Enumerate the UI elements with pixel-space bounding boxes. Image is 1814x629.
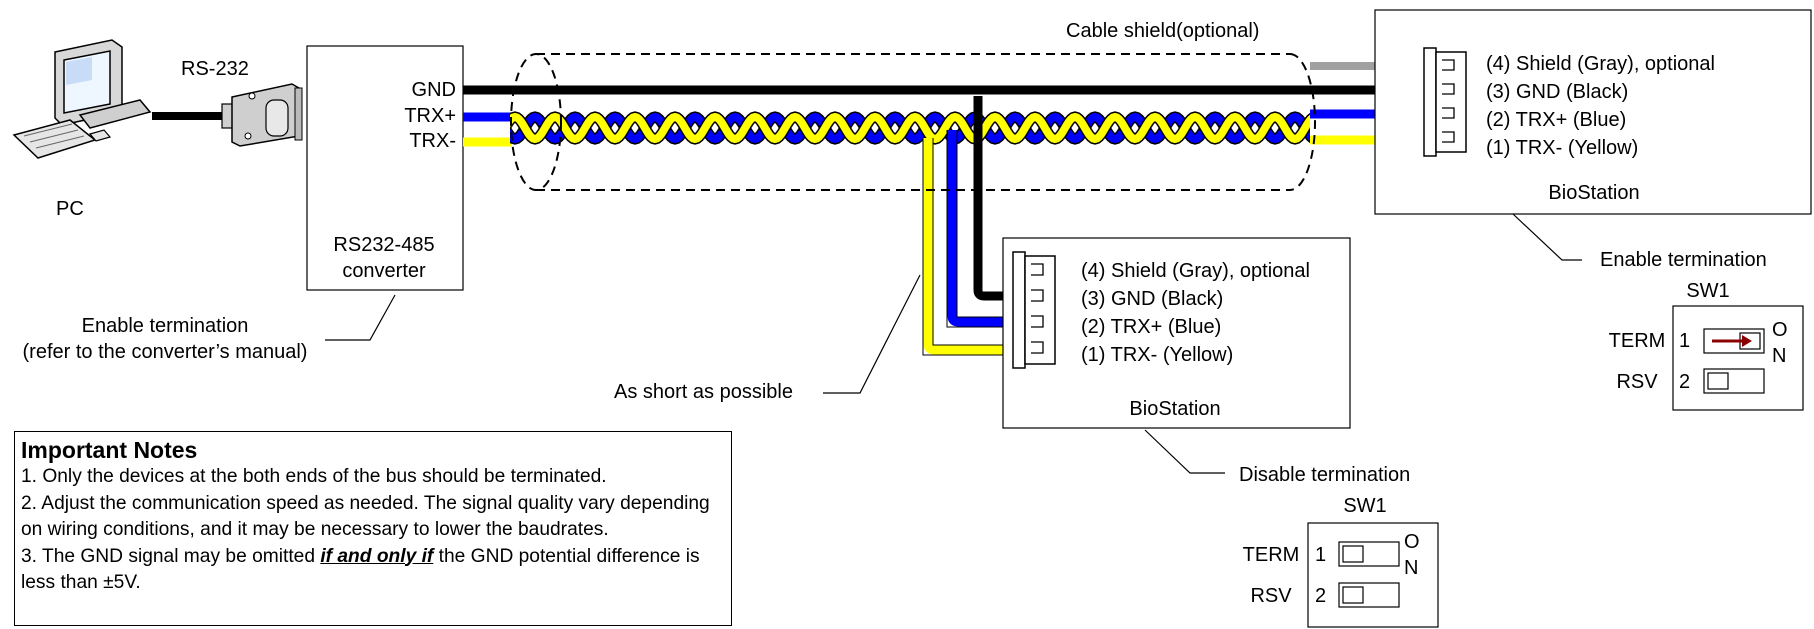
- converter-port-gnd: GND: [412, 79, 456, 101]
- end-sw-row2-label: RSV: [1616, 371, 1658, 393]
- mid-sw-on-o: O: [1404, 531, 1420, 553]
- biostation-end-pin1: (1) TRX- (Yellow): [1486, 137, 1638, 159]
- db9-connector-icon: [221, 83, 303, 147]
- mid-sw-on-n: N: [1404, 557, 1418, 579]
- notes-item-1: 1. Only the devices at the both ends of …: [21, 466, 607, 487]
- trx-minus-strand: [510, 112, 1310, 144]
- end-sw-row1-label: TERM: [1609, 330, 1666, 352]
- pc-label: PC: [56, 198, 84, 220]
- drop-wires: [922, 96, 1022, 356]
- notes-item-3-emphasis: if and only if: [320, 545, 434, 567]
- cable-shield-label: Cable shield(optional): [1066, 20, 1259, 42]
- biostation-mid-pin3: (3) GND (Black): [1081, 288, 1223, 310]
- converter-box: [306, 45, 464, 291]
- notes-title: Important Notes: [21, 437, 198, 463]
- mid-termination-label: Disable termination: [1239, 464, 1410, 486]
- cable-shield: [510, 53, 1316, 191]
- notes-item-3-pre: 3. The GND signal may be omitted: [21, 545, 321, 567]
- end-sw-row1-num: 1: [1679, 330, 1690, 352]
- stub-callout-line: [823, 274, 921, 394]
- end-sw-rsv-knob-off: [1707, 372, 1729, 390]
- biostation-end-pin3: (3) GND (Black): [1486, 81, 1628, 103]
- converter-callout-line: [325, 294, 396, 341]
- converter-port-trx-plus: TRX+: [404, 105, 456, 127]
- end-termination-label: Enable termination: [1600, 249, 1767, 271]
- biostation-mid-pin1: (1) TRX- (Yellow): [1081, 344, 1233, 366]
- mid-sw-row1-num: 1: [1315, 544, 1326, 566]
- mid-sw-row2-label: RSV: [1250, 585, 1292, 607]
- notes-item-3-post: the GND potential difference is less tha…: [21, 545, 700, 594]
- notes-item-3: 3. The GND signal may be omitted if and …: [21, 544, 725, 597]
- converter-note-line2: (refer to the converter’s manual): [23, 341, 308, 363]
- biostation-mid-pin2: (2) TRX+ (Blue): [1081, 316, 1221, 338]
- mid-sw1-title: SW1: [1343, 495, 1386, 517]
- trx-plus-strand: [510, 112, 1310, 144]
- converter-label-line1: RS232-485: [333, 234, 434, 256]
- biostation-end-connector: [1423, 47, 1467, 157]
- biostation-end-name: BioStation: [1548, 182, 1639, 204]
- pc-icon: [12, 39, 152, 159]
- mid-sw-rsv-knob-off: [1342, 586, 1364, 604]
- mid-sw-term-knob-off: [1342, 545, 1364, 563]
- biostation-mid-name: BioStation: [1129, 398, 1220, 420]
- biostation-end-pin2: (2) TRX+ (Blue): [1486, 109, 1626, 131]
- mid-callout-line: [1144, 429, 1225, 474]
- twisted-pair: [510, 111, 1310, 145]
- converter-port-trx-minus: TRX-: [409, 130, 456, 152]
- biostation-mid-pin4: (4) Shield (Gray), optional: [1081, 260, 1310, 282]
- end-sw-on-n: N: [1772, 345, 1786, 367]
- biostation-mid-connector: [1012, 251, 1056, 369]
- end-sw1-title: SW1: [1686, 280, 1729, 302]
- important-notes: Important Notes 1. Only the devices at t…: [14, 431, 732, 626]
- biostation-mid-box: [1002, 237, 1351, 429]
- end-callout-line: [1512, 213, 1582, 261]
- stub-label: As short as possible: [614, 381, 793, 403]
- end-sw-arrowhead-icon: [1742, 335, 1752, 347]
- mid-sw-row1-label: TERM: [1243, 544, 1300, 566]
- end-sw-on-o: O: [1772, 319, 1788, 341]
- converter-label-line2: converter: [342, 260, 426, 282]
- mid-switch-box: [1307, 522, 1439, 628]
- rs232-label: RS-232: [181, 58, 249, 80]
- mid-sw-row2-num: 2: [1315, 585, 1326, 607]
- converter-note-line1: Enable termination: [82, 315, 249, 337]
- notes-item-2: 2. Adjust the communication speed as nee…: [21, 492, 710, 541]
- end-sw-row2-num: 2: [1679, 371, 1690, 393]
- biostation-end-pin4: (4) Shield (Gray), optional: [1486, 53, 1715, 75]
